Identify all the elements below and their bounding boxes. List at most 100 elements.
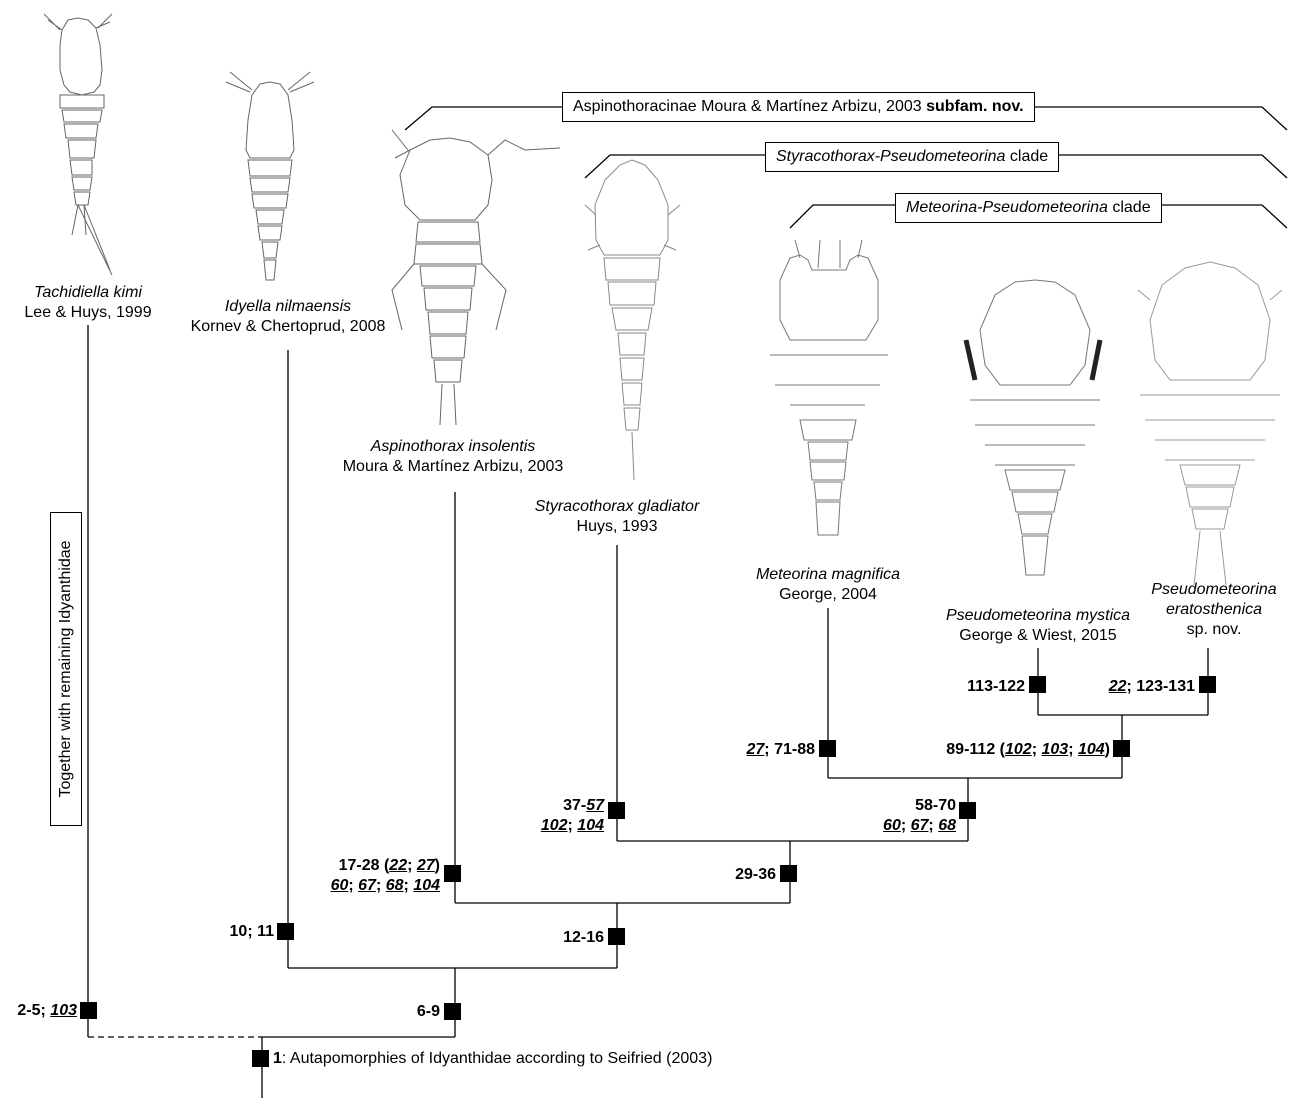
clade-label-styracothorax: Styracothorax-Pseudometeorina clade <box>765 142 1059 172</box>
node-char: 68 <box>386 877 404 894</box>
node-text: ) <box>435 857 440 874</box>
node-text: 89-112 ( <box>946 741 1005 758</box>
taxon-styracothorax: Styracothorax gladiator Huys, 1993 <box>512 497 722 537</box>
node-marker <box>1113 740 1130 757</box>
node-sep: ; <box>928 817 938 834</box>
taxon-name: eratosthenica <box>1130 600 1298 620</box>
taxon-author: Lee & Huys, 1999 <box>0 303 176 323</box>
node-char: 104 <box>413 877 440 894</box>
node-text: 2-5; <box>17 1002 50 1019</box>
node-char: 27 <box>747 741 765 758</box>
node-text: 6-9 <box>417 1003 440 1020</box>
remaining-idyanthidae-box: Together with remaining Idyanthidae <box>50 512 82 826</box>
pseudometeorina-eratosthenica-illustration <box>1138 262 1282 585</box>
node-sep: ; <box>404 877 414 894</box>
node-71-88-label: 27; 71-88 <box>700 740 815 760</box>
idyella-illustration <box>226 72 314 280</box>
taxon-meteorina: Meteorina magnifica George, 2004 <box>728 565 928 605</box>
node-6-9-label: 6-9 <box>380 1002 440 1022</box>
clade-text: clade <box>1108 199 1151 216</box>
node-113-122-label: 113-122 <box>930 677 1025 697</box>
node-char: 60 <box>883 817 901 834</box>
node-char: 104 <box>1078 741 1105 758</box>
taxon-name: Styracothorax gladiator <box>512 497 722 517</box>
node-sep: ; <box>407 857 417 874</box>
node-2-5-label: 2-5; 103 <box>0 1001 77 1021</box>
node-marker <box>608 802 625 819</box>
node-text: 58-70 <box>915 797 956 814</box>
styracothorax-illustration <box>585 160 680 480</box>
node-sep: ; <box>376 877 386 894</box>
node-char: 103 <box>1041 741 1068 758</box>
node-text: 113-122 <box>967 678 1025 695</box>
taxon-author: George & Wiest, 2015 <box>922 626 1154 646</box>
taxon-name: Pseudometeorina <box>1130 580 1298 600</box>
taxon-author: Kornev & Chertoprud, 2008 <box>170 317 406 337</box>
clade-text: clade <box>1005 148 1048 165</box>
taxon-idyella: Idyella nilmaensis Kornev & Chertoprud, … <box>170 297 406 337</box>
taxon-aspinothorax: Aspinothorax insolentis Moura & Martínez… <box>323 437 583 477</box>
node-char: 22 <box>389 857 407 874</box>
node-text: ; 71-88 <box>764 741 815 758</box>
node-marker <box>959 802 976 819</box>
node-12-16-label: 12-16 <box>530 928 604 948</box>
node-text: ) <box>1105 741 1110 758</box>
node-char: 60 <box>331 877 349 894</box>
node-char: 103 <box>50 1002 77 1019</box>
remaining-label: Together with remaining Idyanthidae <box>57 540 75 797</box>
node-37-label: 37-57 102; 104 <box>500 796 604 836</box>
node-char: 67 <box>358 877 376 894</box>
node-marker <box>444 1003 461 1020</box>
node-sep: ; <box>1068 741 1078 758</box>
clade-label-meteorina: Meteorina-Pseudometeorina clade <box>895 193 1162 223</box>
node-marker <box>80 1002 97 1019</box>
taxon-mystica: Pseudometeorina mystica George & Wiest, … <box>922 606 1154 646</box>
aspinothorax-illustration <box>392 130 560 425</box>
tachidiella-illustration <box>44 14 112 275</box>
node-marker <box>252 1050 269 1067</box>
node-char: 102 <box>541 817 568 834</box>
taxon-author: Huys, 1993 <box>512 517 722 537</box>
node-marker <box>277 923 294 940</box>
taxon-author: George, 2004 <box>728 585 928 605</box>
meteorina-illustration <box>770 240 888 535</box>
node-char: 22 <box>1109 678 1127 695</box>
node-1-label: 1: Autapomorphies of Idyanthidae accordi… <box>273 1049 712 1069</box>
node-89-112-label: 89-112 (102; 103; 104) <box>900 740 1110 760</box>
node-marker <box>444 865 461 882</box>
node-marker <box>1199 676 1216 693</box>
node-sep: ; <box>901 817 911 834</box>
node-char: 67 <box>911 817 929 834</box>
node-text: 10; 11 <box>230 923 274 940</box>
pseudometeorina-mystica-illustration <box>966 280 1100 575</box>
node-text: 12-16 <box>563 929 604 946</box>
node-10-11-label: 10; 11 <box>200 922 274 942</box>
node-marker <box>780 865 797 882</box>
node-char: 68 <box>938 817 956 834</box>
node-char: 104 <box>577 817 604 834</box>
taxon-name: Aspinothorax insolentis <box>323 437 583 457</box>
node-char: 57 <box>586 797 604 814</box>
taxon-tachidiella: Tachidiella kimi Lee & Huys, 1999 <box>0 283 176 323</box>
clade-italic: Styracothorax-Pseudometeorina <box>776 148 1005 165</box>
clade-text: Aspinothoracinae Moura & Martínez Arbizu… <box>573 98 926 115</box>
node-text: 37- <box>563 797 586 814</box>
node-text: : Autapomorphies of Idyanthidae accordin… <box>282 1050 713 1067</box>
node-17-28-label: 17-28 (22; 27) 60; 67; 68; 104 <box>300 856 440 896</box>
node-sep: ; <box>348 877 358 894</box>
node-text: 29-36 <box>735 866 776 883</box>
taxon-name: Meteorina magnifica <box>728 565 928 585</box>
taxon-name: Idyella nilmaensis <box>170 297 406 317</box>
node-123-131-label: 22; 123-131 <box>1080 677 1195 697</box>
node-sep: ; <box>568 817 578 834</box>
node-marker <box>608 928 625 945</box>
taxon-author: sp. nov. <box>1130 620 1298 640</box>
taxon-name: Pseudometeorina mystica <box>922 606 1154 626</box>
node-char: 102 <box>1005 741 1032 758</box>
node-char: 27 <box>417 857 435 874</box>
node-text: ; 123-131 <box>1127 678 1196 695</box>
taxon-author: Moura & Martínez Arbizu, 2003 <box>323 457 583 477</box>
node-58-70-label: 58-70 60; 67; 68 <box>840 796 956 836</box>
node-marker <box>819 740 836 757</box>
